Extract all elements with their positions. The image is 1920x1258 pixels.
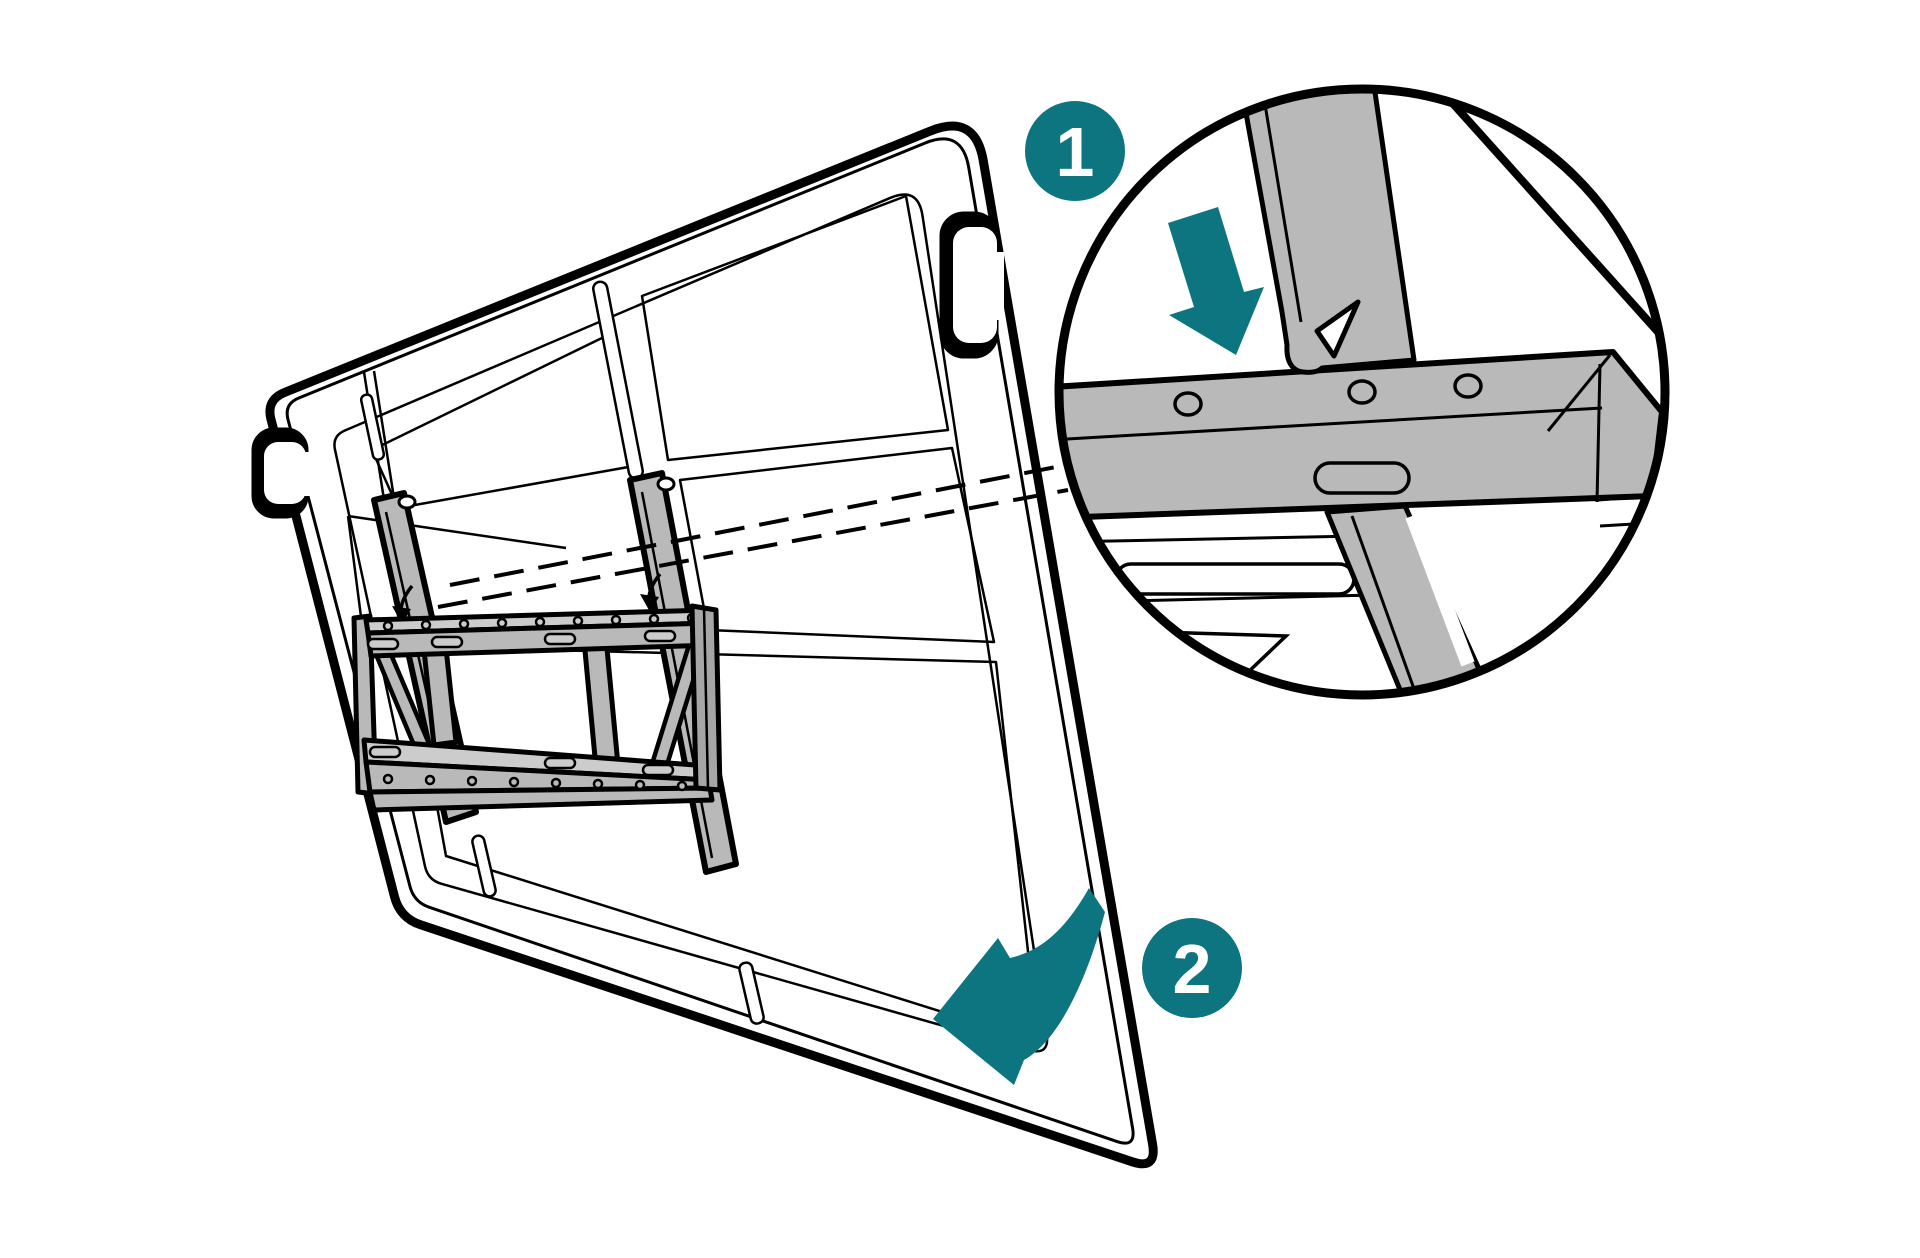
mount-slots-top xyxy=(366,629,677,651)
rail-peg xyxy=(656,476,676,492)
section-top-right xyxy=(640,194,950,462)
magnifier-guide-lines xyxy=(437,464,1069,609)
bracket-bottom-rail xyxy=(361,737,715,813)
hook-direction-mark xyxy=(392,584,414,624)
inset-mount-slot xyxy=(1313,461,1411,495)
vent-slot xyxy=(738,961,765,1025)
section-middle-right xyxy=(678,446,996,644)
rotate-arrow-icon xyxy=(933,888,1105,1085)
press-down-arrow-icon xyxy=(1168,207,1264,355)
inset-ring xyxy=(1054,84,1670,700)
panel-recess-outline xyxy=(333,193,1049,1053)
inset-content xyxy=(1063,93,1661,691)
inset-bracket-bar xyxy=(1063,349,1661,521)
inset-screw-holes xyxy=(1173,373,1483,417)
step-1-label: 1 xyxy=(1056,113,1095,191)
screw-holes-bottom xyxy=(382,773,688,792)
detail-inset xyxy=(1054,84,1670,700)
panel-inner-border xyxy=(285,137,1135,1145)
vent-slot xyxy=(359,393,386,461)
hook-direction-mark xyxy=(640,572,662,612)
step-2-label: 2 xyxy=(1173,930,1212,1008)
wall-bracket-frame xyxy=(351,603,723,813)
vent-slot xyxy=(471,834,497,898)
bracket-top-rail xyxy=(363,607,717,659)
rail-peg xyxy=(397,494,417,510)
bracket-right-cap xyxy=(689,603,723,793)
vent-slots xyxy=(359,280,765,1025)
inset-rail-hook xyxy=(1233,93,1417,375)
step-badge-1: 1 xyxy=(1025,101,1125,201)
panel-handle-left xyxy=(251,427,314,519)
panel-handle-right xyxy=(939,211,1004,359)
mount-slots-bottom xyxy=(368,745,675,777)
step-badge-2: 2 xyxy=(1142,918,1242,1018)
